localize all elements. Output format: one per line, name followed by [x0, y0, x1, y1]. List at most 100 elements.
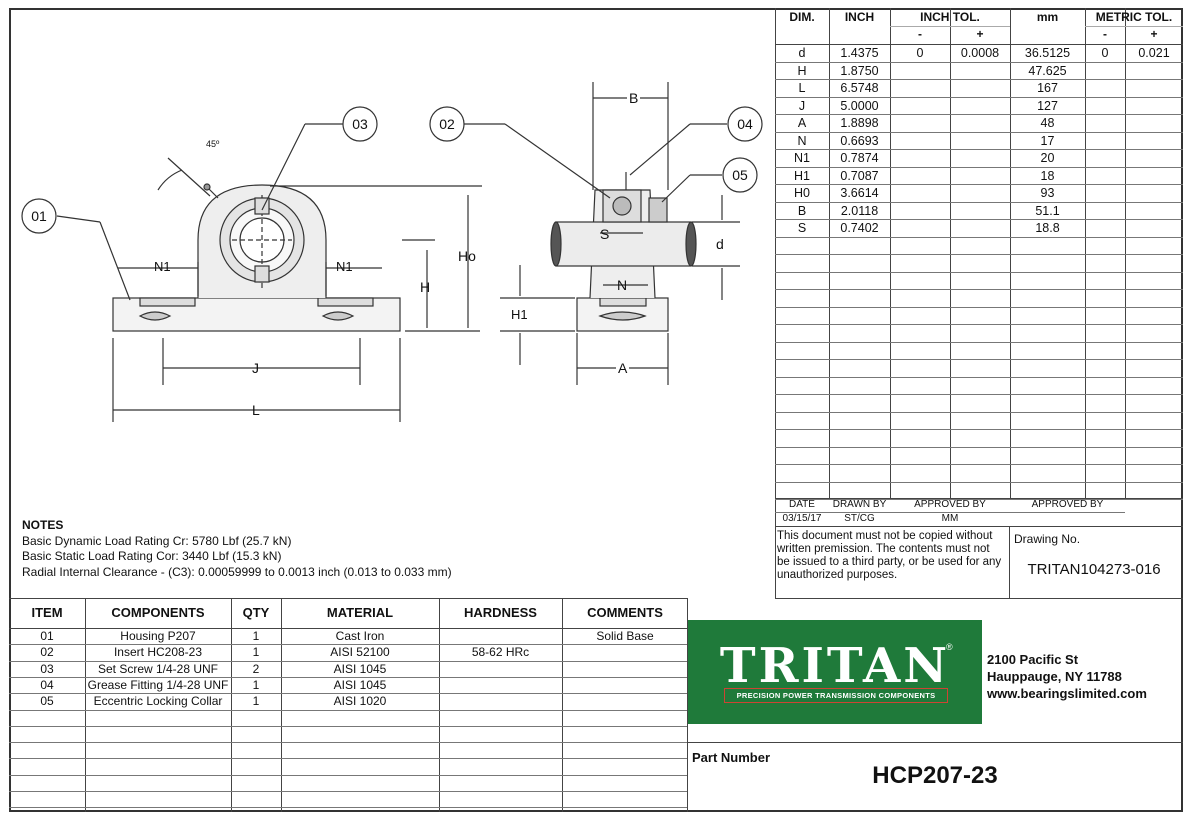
bom-cell: 1 [252, 677, 260, 692]
dim-table-row-line [775, 341, 1183, 343]
company-logo: TRITAN ® PRECISION POWER TRANSMISSION CO… [688, 620, 982, 724]
dim-label-h0: Ho [458, 248, 476, 264]
dim-table-row-line [775, 254, 1183, 255]
dim-table-cell: N [797, 133, 807, 148]
dim-table-cell: 167 [1037, 81, 1058, 95]
bom-row-line [9, 758, 688, 760]
dim-table-row-line [775, 149, 1183, 150]
part-number-label: Part Number [692, 750, 771, 765]
dim-table-row-line [775, 96, 1183, 98]
callout-04 [727, 106, 763, 142]
approval-header: DATE [789, 499, 815, 510]
dim-table-row-line [775, 481, 1183, 483]
callout-01-label: 01 [31, 208, 47, 224]
address-line: 2100 Pacific St [987, 652, 1079, 667]
dim-label-n1-left: N1 [154, 259, 171, 274]
bom-header: COMMENTS [587, 605, 663, 620]
bom-cell: 1 [252, 645, 260, 660]
dim-table-cell: N1 [794, 151, 810, 165]
bom-row-line [9, 693, 688, 695]
notes-section: NOTES Basic Dynamic Load Rating Cr: 5780… [22, 518, 452, 580]
dim-table-row-line [775, 464, 1183, 465]
dim-label-a: A [616, 360, 630, 376]
dim-table-header: METRIC TOL. [1095, 10, 1173, 24]
bom-col-line [281, 598, 282, 812]
dim-label-j: J [252, 360, 259, 376]
bom-row-line [9, 676, 688, 678]
bom-cell: AISI 52100 [330, 645, 390, 660]
dim-table-cell: 0.021 [1138, 46, 1170, 60]
dim-table-col-line [1010, 8, 1011, 499]
callout-02 [429, 106, 465, 142]
callout-04-label: 04 [737, 116, 753, 132]
dim-table-cell: d [798, 46, 806, 60]
dim-table-cell: 47.625 [1028, 63, 1067, 78]
approval-header: APPROVED BY [1031, 499, 1104, 510]
website-link[interactable]: www.bearingslimited.com [987, 686, 1147, 701]
bom-header: HARDNESS [464, 605, 537, 620]
dim-table-cell: 0.6693 [840, 133, 879, 148]
approval-header: APPROVED BY [914, 499, 986, 510]
bom-row-line [9, 742, 688, 744]
bom-header: ITEM [31, 605, 63, 620]
bom-cell: 1 [252, 694, 260, 709]
dim-table-header: INCH TOL. [920, 10, 980, 24]
dim-table-row-line [775, 219, 1183, 220]
callout-03-label: 03 [352, 116, 368, 132]
dim-table-cell: 0.0008 [960, 46, 1000, 60]
dim-table-cell: 1.4375 [840, 46, 879, 60]
dim-table-cell: A [797, 116, 807, 130]
dim-table-row-line [775, 61, 1183, 63]
dim-table-cell: 36.5125 [1024, 46, 1071, 60]
dim-table-row-line [775, 289, 1183, 290]
address-line: Hauppauge, NY 11788 [987, 669, 1122, 684]
dim-table-row-line [775, 324, 1183, 325]
dim-table-cell: 18 [1040, 168, 1055, 183]
bom-col-line [231, 598, 232, 812]
bom-header: QTY [242, 605, 270, 620]
dim-table-bottom-line [775, 598, 1183, 599]
logo-text: TRITAN [719, 638, 951, 694]
dim-table-col-line [1125, 8, 1126, 499]
dim-table-cell: 51.1 [1035, 203, 1060, 218]
bom-top-line [9, 598, 688, 599]
dim-table-cell: H [797, 63, 807, 78]
bom-col-line [562, 598, 563, 812]
dim-table-row-line [775, 394, 1183, 395]
approval-value: ST/CG [844, 513, 875, 524]
notes-title: NOTES [22, 518, 64, 532]
callout-02-label: 02 [439, 116, 455, 132]
bom-row-line [9, 660, 688, 662]
dim-table-cell: 127 [1037, 98, 1058, 113]
bom-row-line [9, 644, 688, 646]
bom-cell: Cast Iron [335, 629, 385, 643]
bom-cell: 58-62 HRc [471, 645, 530, 660]
dim-table-cell: L [798, 81, 806, 95]
dim-table-cell: S [797, 221, 807, 235]
dim-table-row-line [775, 114, 1183, 115]
drawing-number: TRITAN104273-016 [1027, 561, 1161, 578]
dim-table-row-line [775, 271, 1183, 273]
dim-table-cell: 0.7402 [840, 221, 879, 235]
dim-table-cell: 0 [916, 46, 924, 60]
bom-cell: 03 [40, 661, 54, 676]
dim-table-row-line [775, 131, 1183, 133]
tolerance-sign: + [976, 27, 984, 41]
part-number: HCP207-23 [872, 762, 998, 789]
dim-table-header: INCH [844, 10, 875, 24]
registered-mark: ® [946, 642, 953, 652]
dim-table-cell: 93 [1040, 186, 1055, 200]
bom-col-line [85, 598, 86, 812]
approval-top-line [775, 498, 1183, 499]
tol-subheader-line [890, 26, 1010, 27]
dim-table-cell: 5.0000 [840, 98, 879, 113]
bom-col-line [439, 598, 440, 812]
dim-table-cell: B [797, 203, 807, 218]
title-block-divider [687, 598, 688, 812]
dim-table-col-line [890, 8, 891, 499]
drawing-frame [9, 8, 1183, 812]
tolerance-sign: + [1150, 27, 1158, 41]
callout-05-label: 05 [732, 167, 748, 183]
dim-table-cell: 0 [1101, 46, 1109, 60]
approval-value: MM [941, 513, 959, 524]
